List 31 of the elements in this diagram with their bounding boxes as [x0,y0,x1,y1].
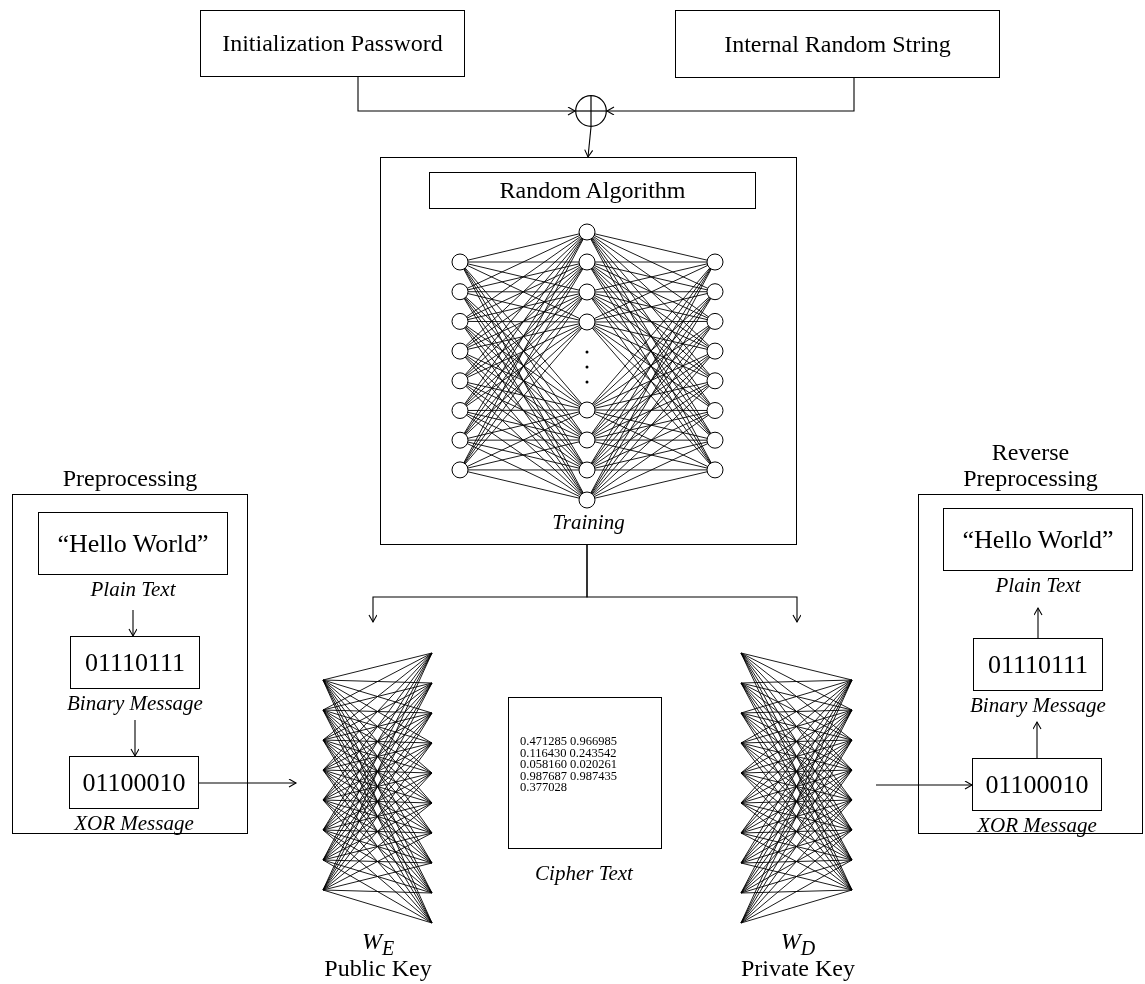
panel-frame [380,157,797,545]
group-heading: Reverse Preprocessing [962,439,1099,491]
arrow [128,609,138,637]
arrow [586,544,802,623]
arrow [198,778,297,788]
node-label: Binary Message [67,691,203,716]
cipher-values: 0.471285 0.966985 0.116430 0.243542 0.058160 0.020261 0.987687 0.987435 0.377028 [520,736,618,794]
text-box: 01100010 [972,758,1102,811]
text-box: 01100010 [69,756,199,809]
text-box: “Hello World” [943,508,1133,571]
group-heading: Preprocessing [62,465,198,491]
node-label: XOR Message [74,811,194,836]
arrow [606,77,855,116]
node-label: Training [552,510,625,535]
node-label: Cipher Text [535,861,633,886]
arrow [1032,721,1042,759]
arrow [357,76,576,116]
text-box: Random Algorithm [429,172,756,209]
arrow [584,126,594,158]
node-label: Binary Message [970,693,1106,718]
node-label: Plain Text [995,573,1081,598]
text-box: 01110111 [973,638,1103,691]
node-label: Plain Text [90,577,176,602]
node-label: XOR Message [977,813,1097,838]
text-box: Internal Random String [675,10,1000,78]
text-box: “Hello World” [38,512,228,575]
arrow [130,719,140,757]
arrow [1033,607,1043,639]
arrow [875,780,973,790]
text-box: Initialization Password [200,10,465,77]
text-box: 01110111 [70,636,200,689]
